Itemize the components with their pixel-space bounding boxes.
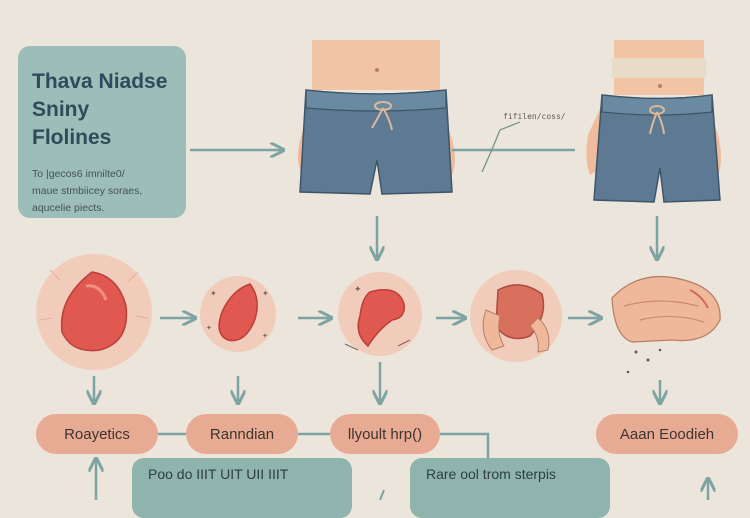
intro-line-1: To |gecos6 imnilte0/ (32, 168, 125, 180)
intro-description: To |gecos6 imnilte0/ maue stmbiicey sora… (32, 166, 172, 217)
svg-text:✦: ✦ (262, 332, 268, 340)
intro-line-2: maue stmbiicey soraes, (32, 185, 143, 197)
hands-with-organ (470, 270, 562, 362)
intro-line-3: aqucelie piects. (32, 202, 105, 214)
svg-text:✦: ✦ (210, 289, 217, 298)
svg-text:✦: ✦ (354, 284, 362, 294)
bottom-box-left: Poo do IIIT UIT UII IIIT (132, 458, 352, 518)
intro-title-line-1: Thava Niadse (32, 70, 168, 93)
intro-title-line-2: Sniny Flolines (32, 98, 112, 149)
step-pill-1: Roayetics (36, 414, 158, 454)
step-pill-3: llyoult hrp() (330, 414, 440, 454)
organ-circle-3: ✦ (338, 272, 422, 356)
annotation-leader (481, 121, 521, 173)
diagram-graphics: ✦ ✦ ✦ ✦ ✦ (36, 40, 721, 500)
organ-circle-1 (36, 254, 152, 370)
organ-circle-2: ✦ ✦ ✦ ✦ (200, 276, 276, 352)
svg-text:✦: ✦ (206, 324, 212, 332)
step-pill-2: Ranndian (186, 414, 298, 454)
intro-panel: Thava Niadse Sniny Flolines To |gecos6 i… (18, 46, 186, 218)
bottom-box-right: Rare ool trom sterpis (410, 458, 610, 518)
torso-with-shorts-2 (586, 40, 721, 203)
hands-right (611, 275, 721, 374)
step-pill-4: Aaan Eoodieh (596, 414, 738, 454)
svg-text:✦: ✦ (262, 289, 269, 298)
torso-with-shorts-1 (297, 40, 455, 195)
down-arrows-to-pills (94, 362, 660, 402)
annotation-label: fifilen/coss/ (503, 112, 566, 121)
diagram-canvas: ✦ ✦ ✦ ✦ ✦ (18, 40, 738, 518)
